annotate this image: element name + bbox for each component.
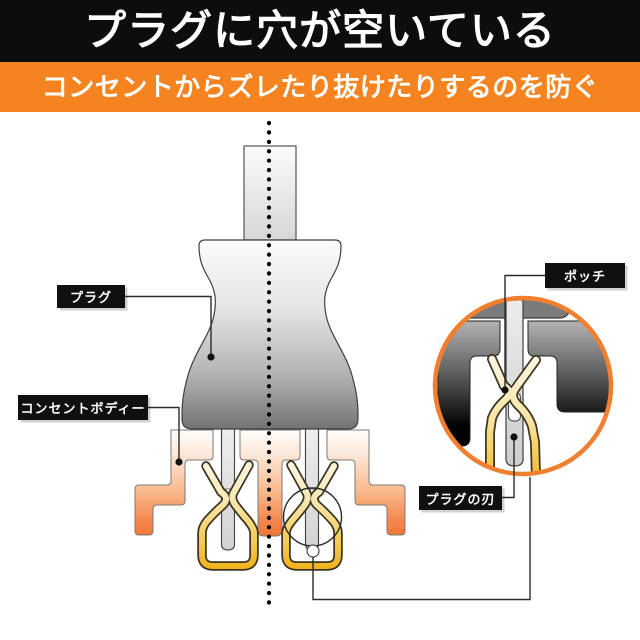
title-bar: プラグに穴が空いている [0,0,640,62]
zoom-anchor-circle [306,544,320,558]
label-outlet-body: コンセントボディー [18,395,148,420]
plug-callout-line [125,295,212,357]
callout-lines [125,274,545,499]
plug-body [181,239,359,430]
outlet-body-callout-dot [175,458,183,466]
outlet-body-cross-section [134,429,406,537]
blade-callout-dot [510,433,518,441]
blade-callout-line [502,437,515,499]
label-nub: ポッチ [545,263,625,288]
contact-clip-magnified [485,354,541,474]
page-title: プラグに穴が空いている [84,7,556,54]
outlet-body-callout-line [148,406,180,462]
magnifier-connector-line [312,477,531,601]
plug-blade-right [304,417,320,551]
magnifier-ring [432,295,614,477]
plug-callout-dot [207,353,215,361]
label-plug: プラグ [57,285,125,308]
label-plug-blade: プラグの刃 [419,486,502,510]
page-subtitle: コンセントからズレたり抜けたりするのを防ぐ [41,72,599,102]
plug-blade-left [220,417,236,551]
magnified-detail [432,295,614,477]
contact-clip-left [197,460,259,571]
nub-callout-dot [501,386,509,394]
subtitle-bar: コンセントからズレたり抜けたりするのを防ぐ [0,62,640,112]
nub-callout-line [504,274,545,390]
callout-dots [175,353,518,466]
